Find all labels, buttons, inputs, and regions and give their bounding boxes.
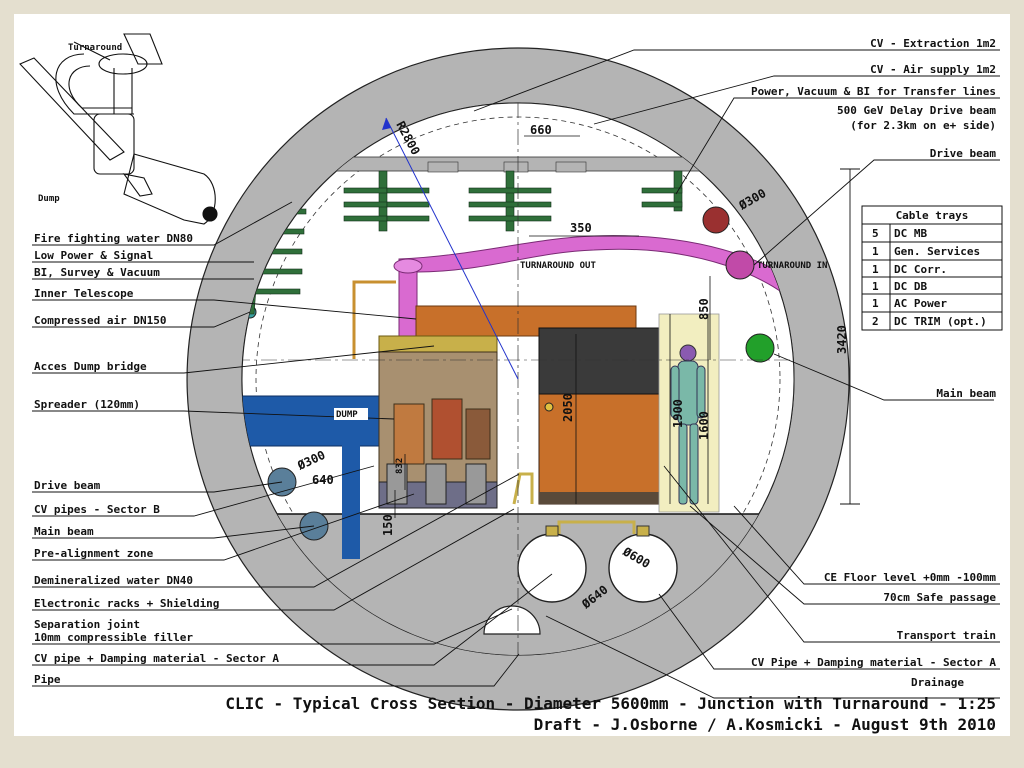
dim-3420: 3420 xyxy=(835,325,849,354)
label-transport-train: Transport train xyxy=(897,629,996,642)
dim-640: 640 xyxy=(312,473,334,487)
cable-trays-header: Cable trays xyxy=(896,209,969,222)
label-drive-beam-right: Drive beam xyxy=(930,147,997,160)
tray-count-1: 5 xyxy=(872,227,879,240)
label-cv-pipe-sector-a-left: CV pipe + Damping material - Sector A xyxy=(34,652,279,665)
label-delay-drive-beam-note: (for 2.3km on e+ side) xyxy=(850,119,996,132)
dim-660: 660 xyxy=(530,123,552,137)
drive-beam-top xyxy=(702,206,730,234)
label-electronic-racks: Electronic racks + Shielding xyxy=(34,597,219,610)
label-dump: DUMP xyxy=(336,410,358,420)
drawing-credits: Draft - J.Osborne / A.Kosmicki - August … xyxy=(534,715,996,734)
tray-name-4: DC DB xyxy=(894,280,927,293)
tray-count-6: 2 xyxy=(872,315,879,328)
dim-850: 850 xyxy=(697,298,711,320)
dim-150: 150 xyxy=(381,514,395,536)
turnaround-in-pipe xyxy=(725,250,755,280)
dim-1900: 1900 xyxy=(671,399,685,428)
tray-name-2: Gen. Services xyxy=(894,245,980,258)
dim-350: 350 xyxy=(570,221,592,235)
tray-count-5: 1 xyxy=(872,297,879,310)
right-leader-lines xyxy=(473,49,1000,699)
label-compressed-air: Compressed air DN150 xyxy=(34,314,166,327)
label-cv-extraction: CV - Extraction 1m2 xyxy=(870,37,996,50)
label-power-vacuum-bi: Power, Vacuum & BI for Transfer lines xyxy=(751,85,996,98)
drawing-sheet: Turnaround Dump Fire fighting water D xyxy=(14,14,1010,736)
label-turnaround-out: TURNAROUND OUT xyxy=(520,261,596,271)
tray-name-1: DC MB xyxy=(894,227,927,240)
tray-count-3: 1 xyxy=(872,263,879,276)
drawing-title: CLIC - Typical Cross Section - Diameter … xyxy=(225,694,996,713)
turnaround-pipe xyxy=(398,235,794,353)
label-cv-air-supply: CV - Air supply 1m2 xyxy=(870,63,996,76)
right-labels: CV - Extraction 1m2 CV - Air supply 1m2 … xyxy=(751,37,996,689)
label-fire-fighting-water: Fire fighting water DN80 xyxy=(34,232,193,245)
left-leader-lines xyxy=(32,201,553,687)
label-separation-joint: Separation joint xyxy=(34,618,140,631)
turnaround-inset-sketch xyxy=(19,33,218,225)
left-labels: Fire fighting water DN80 Low Power & Sig… xyxy=(34,232,279,686)
label-pipe: Pipe xyxy=(34,673,61,686)
label-main-beam-right: Main beam xyxy=(936,387,996,400)
label-drainage: Drainage xyxy=(911,676,964,689)
tray-count-2: 1 xyxy=(872,245,879,258)
label-drive-beam-left: Drive beam xyxy=(34,479,101,492)
person-figure xyxy=(670,344,706,505)
label-pre-alignment-zone: Pre-alignment zone xyxy=(34,547,154,560)
inset-dump-label: Dump xyxy=(38,194,60,204)
tray-name-5: AC Power xyxy=(894,297,947,310)
label-demineralized-water: Demineralized water DN40 xyxy=(34,574,193,587)
tray-count-4: 1 xyxy=(872,280,879,293)
dim-832: 832 xyxy=(395,458,405,474)
cable-trays-table: Cable trays 5 DC MB 1 Gen. Services 1 DC… xyxy=(861,205,1003,331)
drainage-channel xyxy=(483,605,541,635)
label-safe-passage: 70cm Safe passage xyxy=(883,591,996,604)
label-bi-survey-vacuum: BI, Survey & Vacuum xyxy=(34,266,160,279)
main-beam-right xyxy=(745,333,775,363)
tray-name-3: DC Corr. xyxy=(894,263,947,276)
tray-name-6: DC TRIM (opt.) xyxy=(894,315,987,328)
label-ce-floor-level: CE Floor level +0mm -100mm xyxy=(824,571,997,584)
label-cv-pipe-sector-a-right: CV Pipe + Damping material - Sector A xyxy=(751,656,996,669)
label-compressible-filler: 10mm compressible filler xyxy=(34,631,193,644)
label-cv-pipes-sector-b: CV pipes - Sector B xyxy=(34,503,160,516)
label-spreader: Spreader (120mm) xyxy=(34,398,140,411)
cross-section-drawing: Turnaround Dump Fire fighting water D xyxy=(19,33,1003,734)
label-inner-telescope: Inner Telescope xyxy=(34,287,134,300)
label-delay-drive-beam: 500 GeV Delay Drive beam xyxy=(837,104,996,117)
dim-2050: 2050 xyxy=(561,393,575,422)
inset-turnaround-label: Turnaround xyxy=(68,43,122,53)
label-turnaround-in: TURNAROUND IN xyxy=(757,261,827,271)
dim-1600: 1600 xyxy=(697,411,711,440)
label-main-beam-left: Main beam xyxy=(34,525,94,538)
label-access-dump-bridge: Acces Dump bridge xyxy=(34,360,147,373)
label-low-power-signal: Low Power & Signal xyxy=(34,249,153,262)
